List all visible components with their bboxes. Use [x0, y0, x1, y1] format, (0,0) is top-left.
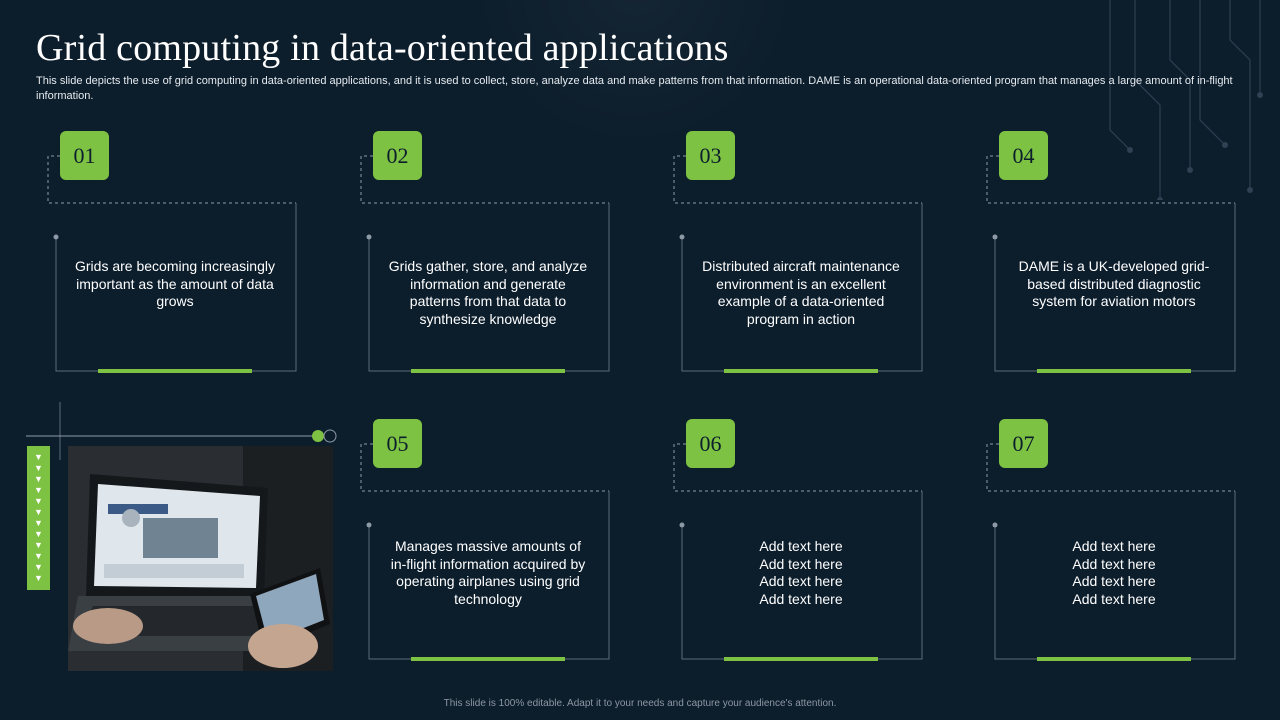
card-04: 04 DAME is a UK-developed grid-based dis… — [986, 131, 1236, 376]
card-text: Distributed aircraft maintenance environ… — [702, 258, 900, 327]
card-accent-bar — [411, 369, 565, 373]
card-text: Add text here Add text here Add text her… — [1072, 538, 1156, 607]
card-number-badge: 05 — [373, 419, 422, 468]
card-text: Grids gather, store, and analyze informa… — [388, 258, 588, 327]
card-text: Manages massive amounts of in-flight inf… — [390, 538, 586, 607]
card-accent-bar — [1037, 657, 1191, 661]
card-number-badge: 02 — [373, 131, 422, 180]
arrow-down-icon: ▼▼▼▼▼▼ ▼▼▼▼▼▼ — [27, 446, 50, 590]
photo-connector-lines — [26, 402, 337, 460]
card-text: DAME is a UK-developed grid-based distri… — [1018, 258, 1210, 309]
card-accent-bar — [411, 657, 565, 661]
laptop-phone-photo — [68, 446, 333, 671]
card-05: 05 Manages massive amounts of in-flight … — [360, 419, 610, 664]
card-text: Add text here Add text here Add text her… — [759, 538, 843, 607]
card-number-badge: 07 — [999, 419, 1048, 468]
card-number-badge: 04 — [999, 131, 1048, 180]
card-accent-bar — [724, 369, 878, 373]
slide-title: Grid computing in data-oriented applicat… — [36, 27, 729, 69]
card-01: 01 Grids are becoming increasingly impor… — [47, 131, 297, 376]
card-03: 03 Distributed aircraft maintenance envi… — [673, 131, 923, 376]
card-06: 06 Add text here Add text here Add text … — [673, 419, 923, 664]
photo-panel: ▼▼▼▼▼▼ ▼▼▼▼▼▼ — [26, 400, 346, 675]
card-number-badge: 03 — [686, 131, 735, 180]
card-accent-bar — [1037, 369, 1191, 373]
card-02: 02 Grids gather, store, and analyze info… — [360, 131, 610, 376]
slide-footer: This slide is 100% editable. Adapt it to… — [443, 698, 837, 709]
card-text: Grids are becoming increasingly importan… — [75, 258, 275, 309]
card-number-badge: 01 — [60, 131, 109, 180]
card-accent-bar — [724, 657, 878, 661]
card-number-badge: 06 — [686, 419, 735, 468]
card-07: 07 Add text here Add text here Add text … — [986, 419, 1236, 664]
circuit-decoration — [1109, 0, 1263, 200]
card-accent-bar — [98, 369, 252, 373]
slide-subtitle: This slide depicts the use of grid compu… — [36, 75, 1233, 102]
